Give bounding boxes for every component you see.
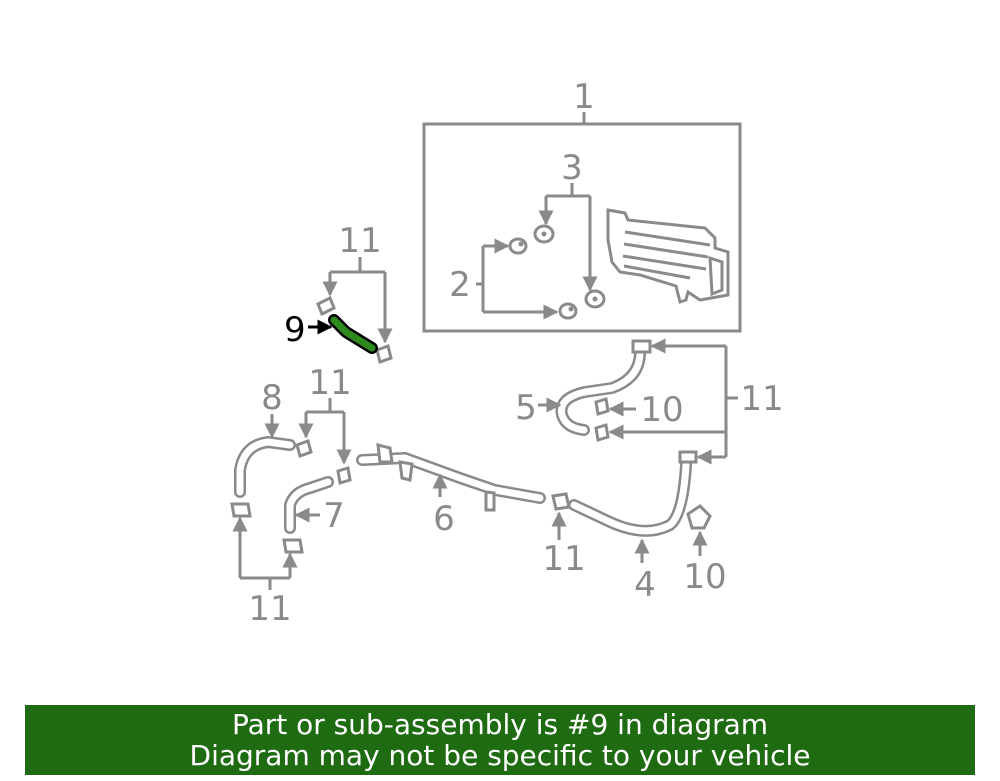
info-banner: Part or sub-assembly is #9 in diagram Di… — [25, 705, 975, 775]
callout-7[interactable]: 7 — [323, 496, 345, 536]
oil-cooler-part — [606, 208, 730, 304]
clamp-top-right — [375, 344, 393, 364]
callout-11-bottom-left[interactable]: 11 — [248, 589, 291, 629]
clamp-bottom-mid — [551, 492, 571, 511]
hose-7 — [284, 476, 334, 534]
callout-5[interactable]: 5 — [515, 388, 537, 428]
callout-11-right[interactable]: 11 — [740, 379, 783, 419]
callout-11-mid[interactable]: 11 — [308, 363, 351, 403]
banner-line-1: Part or sub-assembly is #9 in diagram — [231, 708, 769, 741]
pipe-6 — [356, 443, 546, 512]
callout-11-top[interactable]: 11 — [338, 221, 381, 261]
bolt-lower — [558, 302, 578, 320]
grommet-lower — [584, 289, 606, 309]
grommet-upper — [533, 224, 555, 244]
clamp-10-lower — [686, 504, 712, 530]
callout-10-lower[interactable]: 10 — [683, 557, 726, 597]
clamp-hose-4-top — [678, 450, 698, 464]
clamp-hose-5-top — [631, 339, 652, 354]
callout-11-bottom-mid[interactable]: 11 — [542, 539, 585, 579]
clamp-mid-right — [336, 466, 352, 485]
clamp-11-right-lower — [594, 423, 610, 442]
callout-1[interactable]: 1 — [573, 77, 595, 117]
hose-8 — [234, 436, 296, 498]
banner-line-2: Diagram may not be specific to your vehi… — [189, 739, 811, 772]
hose-5 — [555, 346, 646, 436]
clamp-8-lower — [230, 502, 252, 518]
clamp-top-left — [316, 295, 336, 317]
hose-4 — [568, 459, 692, 537]
callout-10-upper[interactable]: 10 — [640, 390, 683, 430]
callout-8[interactable]: 8 — [261, 378, 283, 418]
assembly-box — [422, 122, 742, 333]
callout-3[interactable]: 3 — [561, 148, 583, 188]
callout-2[interactable]: 2 — [449, 265, 471, 305]
clamp-10-upper — [594, 397, 610, 416]
highlighted-hose-9[interactable] — [328, 314, 378, 354]
callout-4[interactable]: 4 — [634, 565, 656, 605]
parts-diagram: 1 3 2 11 — [230, 77, 784, 629]
clamp-mid-left — [295, 439, 313, 458]
callout-9[interactable]: 9 — [284, 310, 306, 350]
callout-6[interactable]: 6 — [433, 499, 455, 539]
bolt-upper — [508, 237, 528, 255]
clamp-7-lower — [282, 538, 304, 554]
